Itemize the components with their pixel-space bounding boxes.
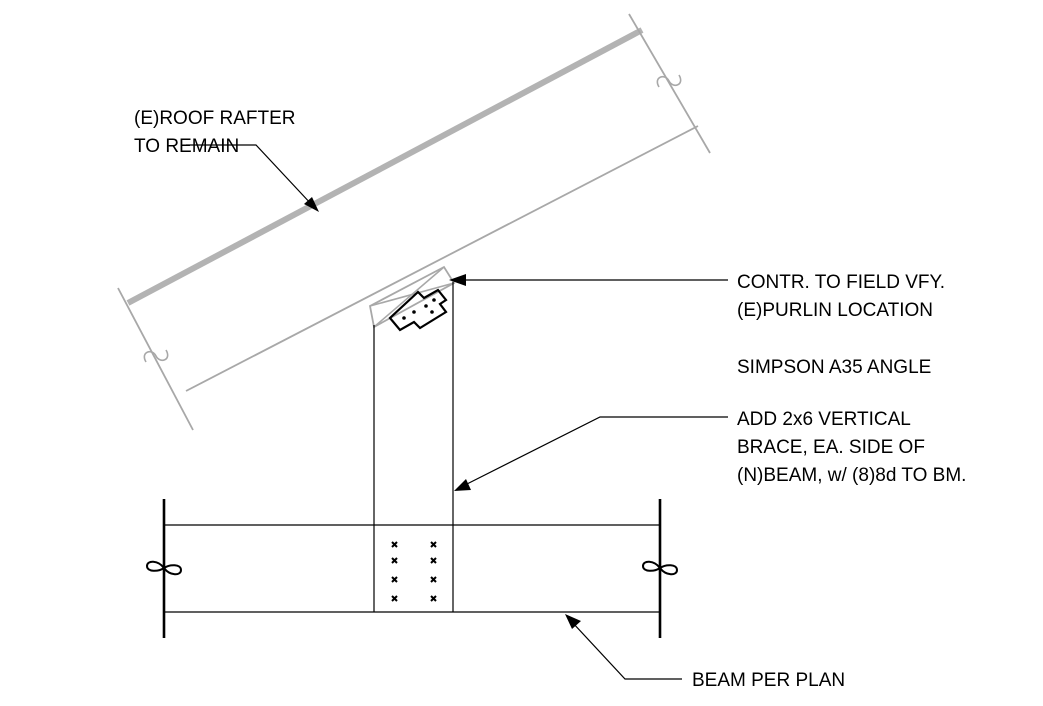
beam-note-line1: BEAM PER PLAN bbox=[692, 670, 845, 691]
break-line-icon bbox=[145, 560, 183, 576]
nail-x-icon bbox=[391, 541, 398, 548]
break-line-icon bbox=[143, 349, 169, 363]
nail-x-icon bbox=[430, 595, 437, 602]
nail-x-icon bbox=[391, 595, 398, 602]
rafter-bottom-edge bbox=[185, 125, 699, 392]
callout-roof-rafter: (E)ROOF RAFTER TO REMAIN bbox=[134, 108, 296, 157]
nail-x-icon bbox=[391, 557, 398, 564]
leader-roof-rafter bbox=[186, 144, 314, 207]
leader-brace bbox=[462, 416, 728, 487]
brace-note-line2: BRACE, EA. SIDE OF bbox=[737, 437, 925, 458]
break-line-icon bbox=[641, 560, 679, 576]
roof-rafter-note-line2: TO REMAIN bbox=[134, 136, 239, 157]
leader-beam bbox=[571, 621, 682, 680]
purlin-note-line2: (E)PURLIN LOCATION bbox=[737, 300, 933, 321]
callout-brace: ADD 2x6 VERTICAL BRACE, EA. SIDE OF (N)B… bbox=[737, 409, 966, 486]
arrowhead-icon bbox=[565, 614, 581, 629]
angle-note-line1: SIMPSON A35 ANGLE bbox=[737, 357, 931, 378]
vertical-brace bbox=[373, 282, 454, 612]
purlin-x-diagonal-b bbox=[373, 266, 445, 328]
nail-pattern bbox=[391, 541, 437, 602]
existing-roof-rafter bbox=[117, 13, 711, 431]
arrowhead-icon bbox=[449, 274, 466, 286]
break-line-icon bbox=[656, 74, 682, 88]
existing-purlin bbox=[368, 265, 456, 329]
leaders bbox=[186, 144, 728, 680]
simpson-a35-angle-icon bbox=[388, 288, 448, 332]
rafter-break-line-left bbox=[117, 287, 194, 431]
brace-note-line1: ADD 2x6 VERTICAL bbox=[737, 409, 911, 430]
nail-x-icon bbox=[430, 557, 437, 564]
arrowhead-icon bbox=[304, 197, 319, 212]
callout-purlin: CONTR. TO FIELD VFY. (E)PURLIN LOCATION bbox=[737, 272, 945, 321]
callout-angle: SIMPSON A35 ANGLE bbox=[737, 357, 931, 378]
callout-beam: BEAM PER PLAN bbox=[692, 670, 845, 691]
roof-rafter-note-line1: (E)ROOF RAFTER bbox=[134, 108, 296, 129]
beam bbox=[145, 499, 679, 638]
rafter-break-line-right bbox=[628, 13, 711, 154]
nail-x-icon bbox=[430, 576, 437, 583]
nail-x-icon bbox=[391, 576, 398, 583]
rafter-top-edge bbox=[126, 27, 644, 306]
purlin-note-line1: CONTR. TO FIELD VFY. bbox=[737, 272, 945, 293]
nail-x-icon bbox=[430, 541, 437, 548]
brace-note-line3: (N)BEAM, w/ (8)8d TO BM. bbox=[737, 465, 966, 486]
arrowhead-icon bbox=[454, 479, 471, 491]
